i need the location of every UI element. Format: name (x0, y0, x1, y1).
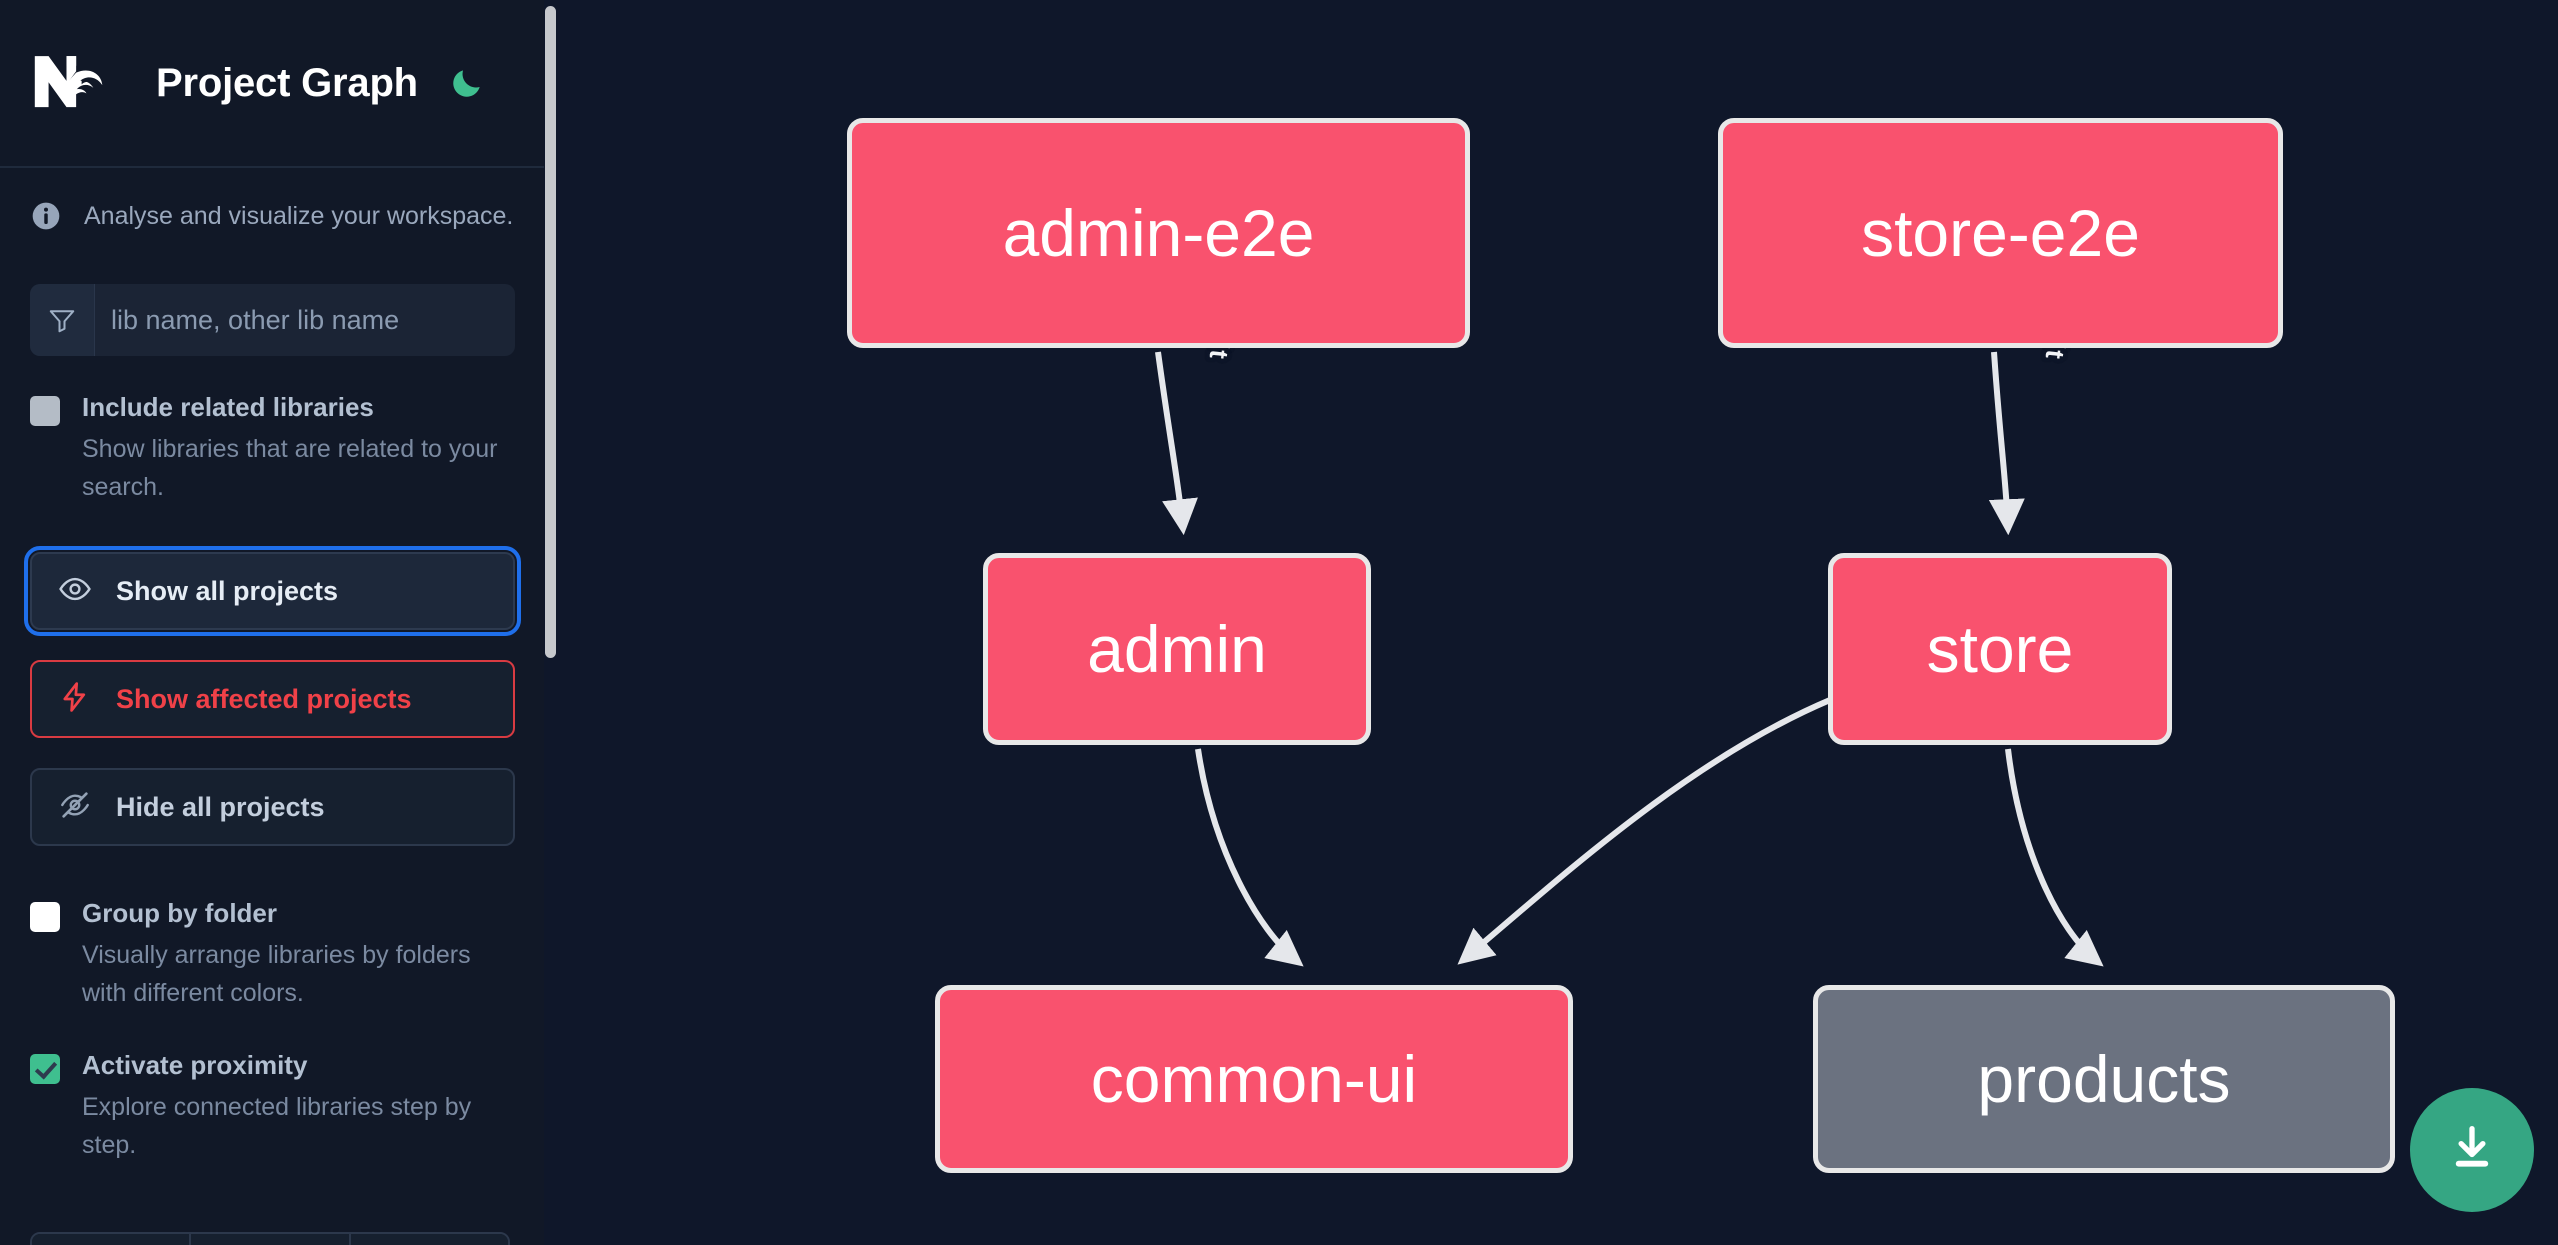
checkbox-row-include-related-libraries[interactable]: Include related libraries Show libraries… (0, 390, 545, 506)
graph-node-store[interactable]: store (1828, 553, 2172, 745)
page-title: Project Graph (156, 60, 418, 105)
sidebar-scrollbar-thumb[interactable] (545, 6, 556, 658)
segment-option-2[interactable] (191, 1234, 351, 1245)
show-affected-projects-label: Show affected projects (116, 683, 412, 714)
include-related-libraries-label: Include related libraries (82, 392, 374, 422)
activate-proximity-description: Explore connected libraries step by step… (82, 1093, 472, 1159)
sidebar-header: Project Graph (0, 0, 545, 168)
eye-off-icon (58, 788, 92, 827)
edge-store-to-products (2005, 748, 2104, 967)
show-all-projects-label: Show all projects (116, 575, 339, 606)
moon-icon[interactable] (448, 64, 486, 102)
sidebar: Project Graph Analyse and visualize yo (0, 0, 558, 1245)
hide-all-projects-button[interactable]: Hide all projects (30, 768, 515, 846)
funnel-filter-icon[interactable] (30, 284, 95, 356)
edge-admin-e2e-to-admin (1155, 351, 1198, 536)
edge-store-e2e-to-store (1988, 351, 2025, 536)
show-all-projects-button[interactable]: Show all projects (24, 546, 521, 636)
project-graph-canvas[interactable]: implicit implicit admin-e2e store-e2e ad… (558, 0, 2558, 1245)
sidebar-content: Project Graph Analyse and visualize yo (0, 0, 545, 1245)
hide-all-projects-label: Hide all projects (116, 791, 325, 822)
search-input[interactable] (95, 284, 515, 356)
segment-option-3[interactable] (350, 1234, 508, 1245)
nx-logo-icon (30, 52, 114, 114)
group-by-folder-description: Visually arrange libraries by folders wi… (82, 941, 471, 1007)
graph-node-products[interactable]: products (1813, 985, 2395, 1173)
eye-icon (58, 572, 92, 611)
filter-bar (30, 284, 515, 356)
edge-admin-to-common-ui (1195, 748, 1304, 967)
download-image-button[interactable] (2410, 1088, 2534, 1212)
workspace-info-text: Analyse and visualize your workspace. (84, 201, 514, 230)
lightning-bolt-icon (58, 680, 92, 719)
info-circle-icon (30, 200, 62, 232)
edge-store-to-common-ui (1457, 697, 1832, 965)
checkbox-row-group-by-folder[interactable]: Group by folder Visually arrange librari… (0, 896, 545, 1012)
segment-option-1[interactable] (32, 1234, 192, 1245)
graph-node-admin-e2e[interactable]: admin-e2e (847, 118, 1470, 348)
show-affected-projects-button[interactable]: Show affected projects (30, 660, 515, 738)
include-related-libraries-checkbox[interactable] (30, 396, 60, 426)
graph-node-store-e2e[interactable]: store-e2e (1718, 118, 2283, 348)
activate-proximity-checkbox[interactable] (30, 1054, 60, 1084)
graph-node-admin[interactable]: admin (983, 553, 1371, 745)
include-related-libraries-description: Show libraries that are related to your … (82, 435, 498, 501)
graph-node-common-ui[interactable]: common-ui (935, 985, 1573, 1173)
activate-proximity-label: Activate proximity (82, 1050, 308, 1080)
download-icon (2443, 1119, 2501, 1182)
workspace-info-row: Analyse and visualize your workspace. (0, 168, 545, 232)
graph-edges-layer (1155, 351, 2104, 967)
group-by-folder-checkbox[interactable] (30, 902, 60, 932)
group-by-folder-label: Group by folder (82, 898, 277, 928)
checkbox-row-activate-proximity[interactable]: Activate proximity Explore connected lib… (0, 1048, 545, 1164)
proximity-step-segmented-control[interactable] (30, 1232, 510, 1245)
sidebar-scrollbar-track[interactable] (544, 0, 558, 1245)
